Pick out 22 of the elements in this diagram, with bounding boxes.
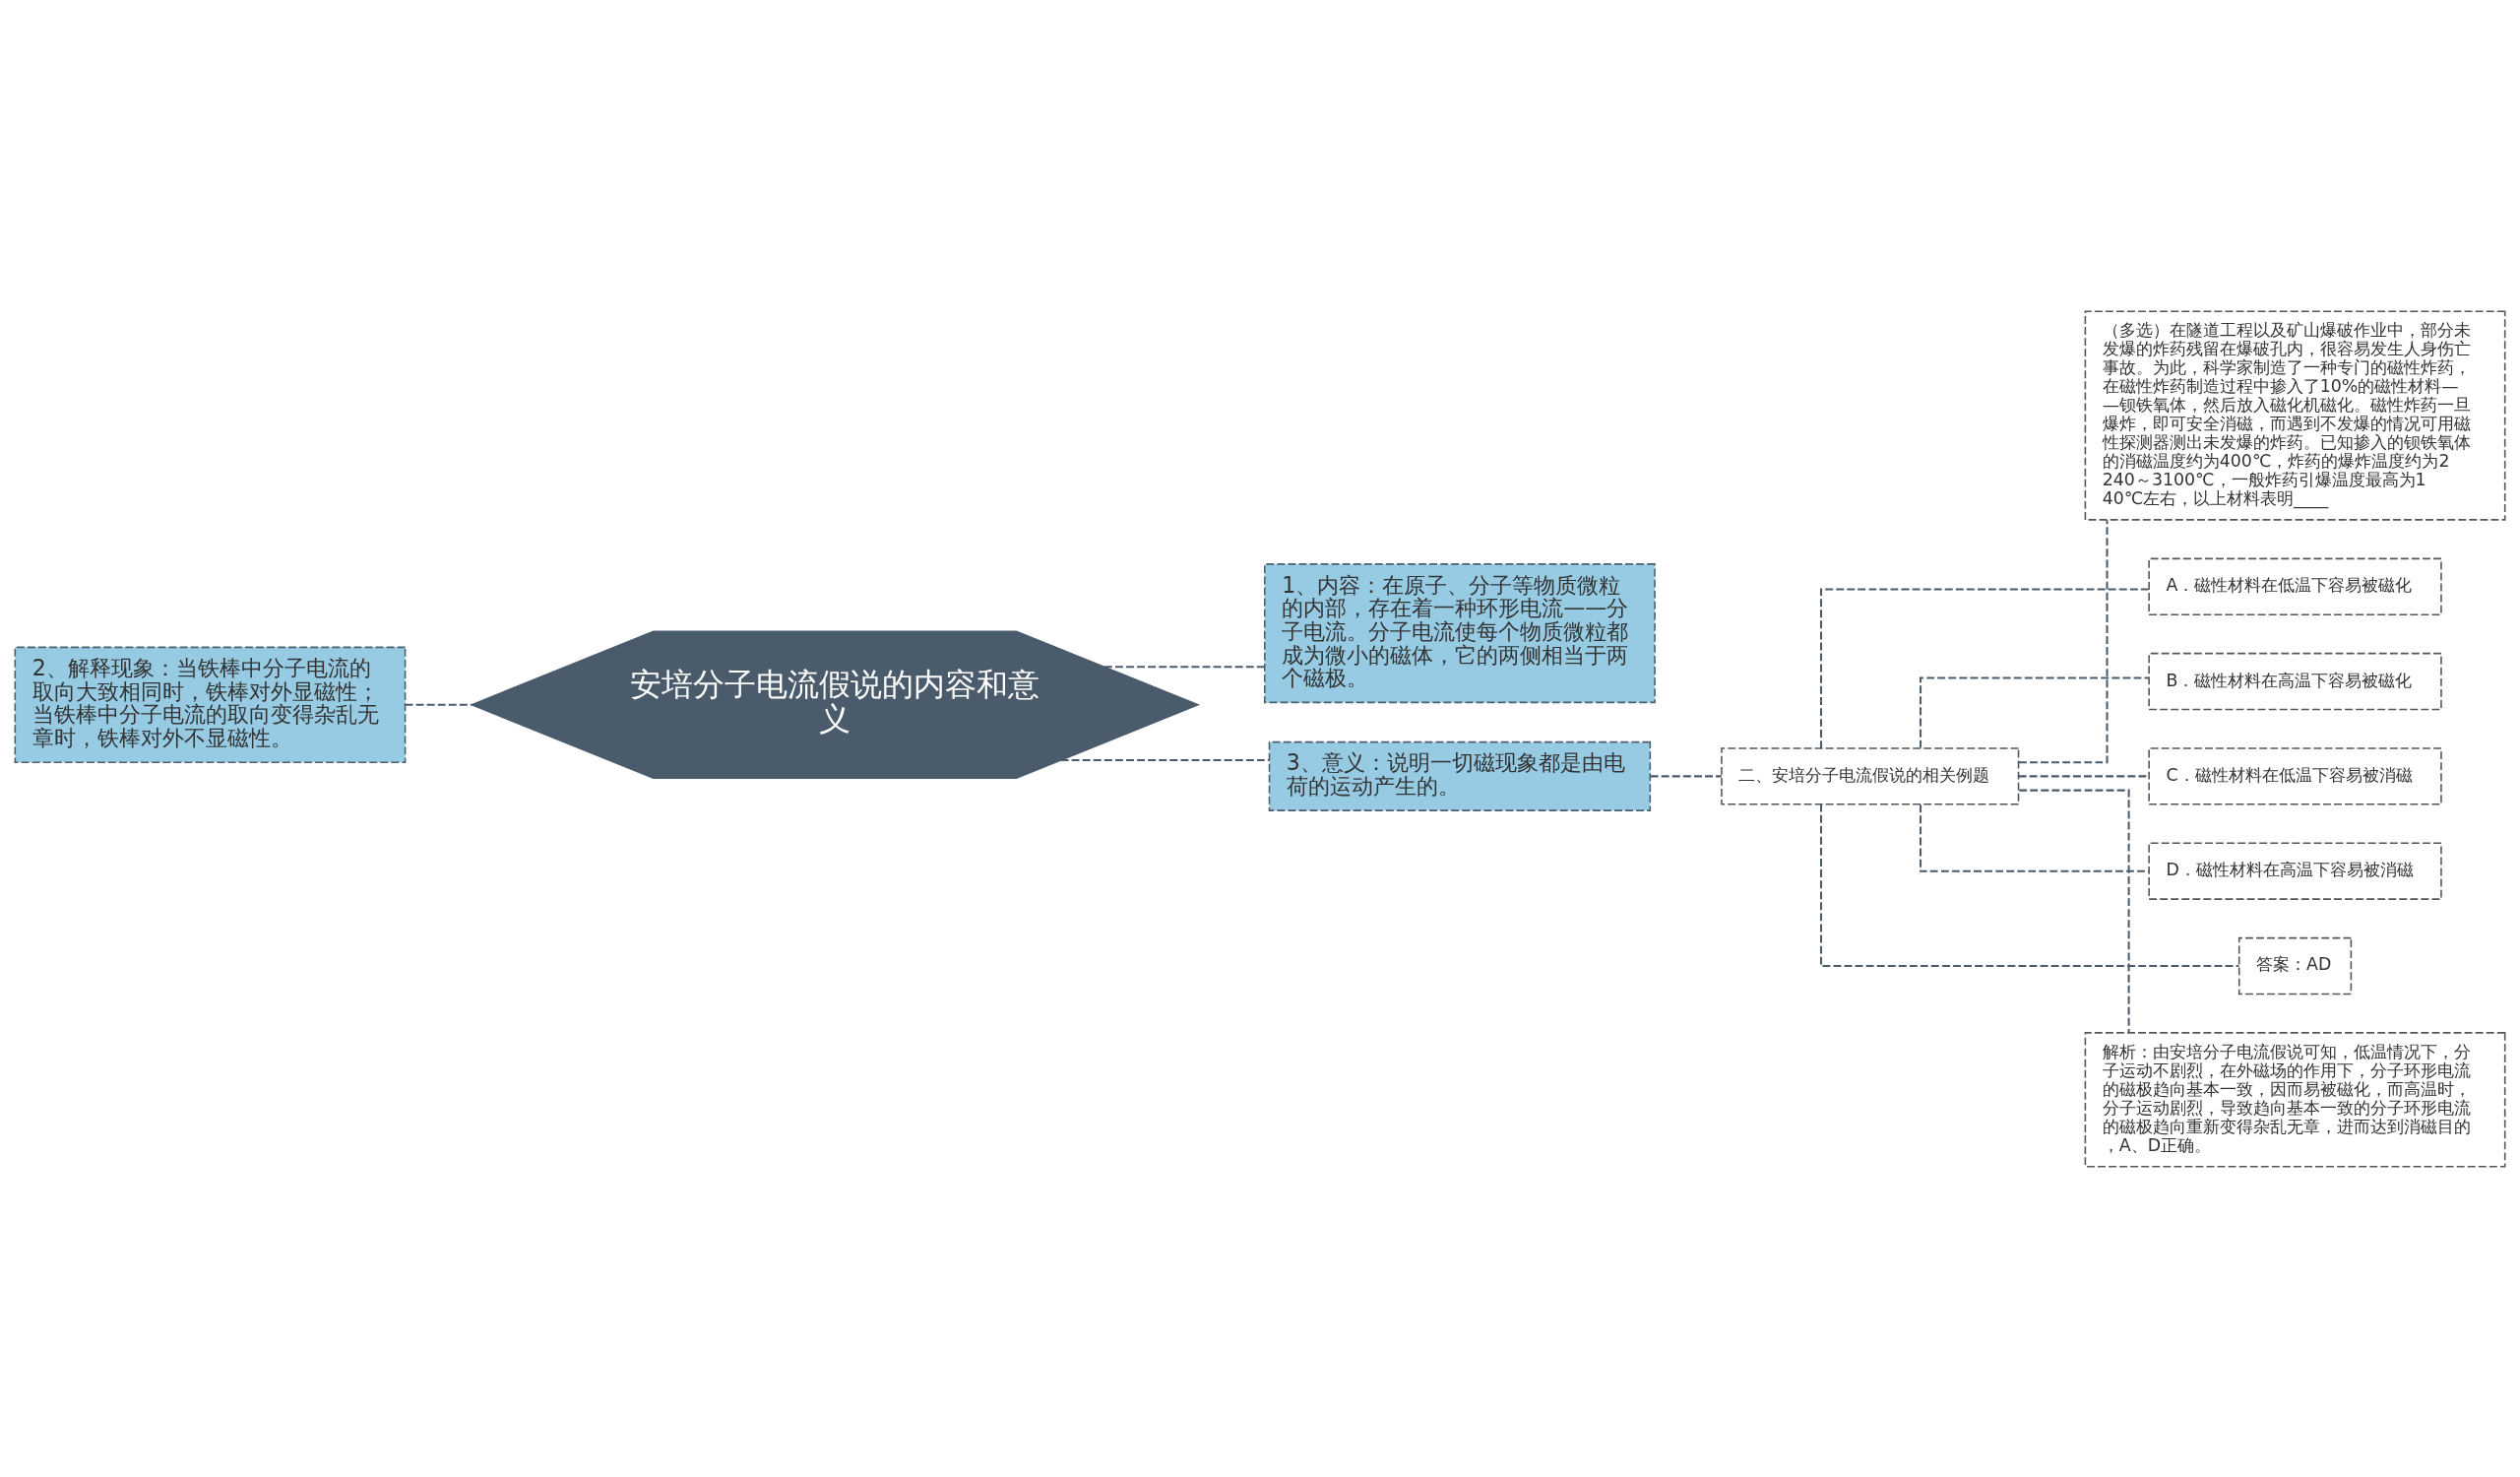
connector xyxy=(1103,665,1265,668)
node-box: 2、解释现象：当铁棒中分子电流的取向大致相同时，铁棒对外显磁性；当铁棒中分子电流的取向变得杂乱无章时，铁棒对外不显磁性。 xyxy=(14,646,407,763)
connector xyxy=(1819,803,2239,967)
node-box: 3、意义：说明一切磁现象都是由电荷的运动产生的。 xyxy=(1268,740,1652,811)
connector xyxy=(2019,789,2130,1033)
connector xyxy=(2018,774,2149,777)
connector xyxy=(1060,758,1270,761)
node-box: B．磁性材料在高温下容易被磁化 xyxy=(2148,652,2442,710)
node-box: A．磁性材料在低温下容易被磁化 xyxy=(2148,557,2442,615)
node-box: （多选）在隧道工程以及矿山爆破作业中，部分未发爆的炸药残留在爆破孔内，很容易发生人身伤亡事故。为此，科学家制造了一种专门的磁性炸药，在磁性炸药制造过程中掺入了10%的磁性材料——钡铁氧体，然后放入磁化机磁化。磁性炸药一旦爆炸，即可安全消磁，而遇到不发爆的情况可用磁性探测器测出未发爆的炸药。已知掺入的钡铁氧体的消磁温度约为400℃，炸药的爆炸温度约为2240～3100℃，一般炸药引爆温度最高为140℃左右，以上材料表明____ xyxy=(2084,310,2506,521)
connector xyxy=(1819,588,2149,748)
node-box: 答案：AD xyxy=(2237,936,2353,995)
node-box: 1、内容：在原子、分子等物质微粒的内部，存在着一种环形电流——分子电流。分子电流使每个物质微粒都成为微小的磁体，它的两侧相当于两个磁极。 xyxy=(1264,562,1656,703)
connector xyxy=(2018,519,2109,763)
node-box: D．磁性材料在高温下容易被消磁 xyxy=(2148,842,2442,900)
node-box: C．磁性材料在低温下容易被消磁 xyxy=(2148,746,2442,805)
connector xyxy=(1920,803,2149,872)
node-box: 二、安培分子电流假说的相关例题 xyxy=(1721,746,2020,805)
connector xyxy=(405,703,472,706)
connector xyxy=(1650,774,1722,777)
connector xyxy=(1920,676,2149,747)
node-box: 解析：由安培分子电流假说可知，低温情况下，分子运动不剧烈，在外磁场的作用下，分子环形电流的磁极趋向基本一致，因而易被磁化，而高温时，分子运动剧烈，导致趋向基本一致的分子环形电流的磁极趋向重新变得杂乱无章，进而达到消磁目的，A、D正确。 xyxy=(2084,1031,2506,1167)
